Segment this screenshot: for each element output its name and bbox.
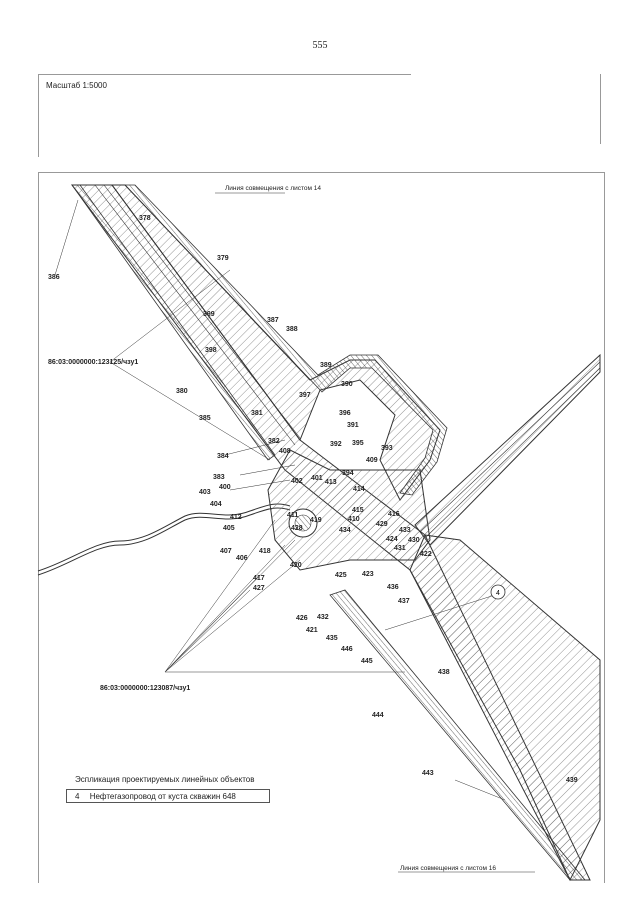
legend-item-label: Нефтегазопровод от куста скважин 648 [89,792,236,801]
point-label: 416 [388,511,400,518]
point-label: 412 [230,514,242,521]
point-label: 404 [210,501,222,508]
point-label: 387 [267,317,279,324]
point-label: 384 [217,453,229,460]
point-label: 417 [253,575,265,582]
point-label: 399 [203,311,215,318]
point-label: 445 [361,658,373,665]
point-label: 434 [339,527,351,534]
point-label: 437 [398,598,410,605]
point-label: 419 [310,517,322,524]
point-label: 422 [420,551,432,558]
point-label: 433 [399,527,411,534]
scale-frame [38,74,411,157]
map-frame [38,172,605,883]
legend-item: 4 Нефтегазопровод от куста скважин 648 [66,789,270,803]
point-label: 444 [372,712,384,719]
point-label: 411 [287,512,298,519]
point-label: 407 [220,548,232,555]
point-label: 392 [330,441,342,448]
point-label: 402 [291,478,303,485]
point-label: 382 [268,438,280,445]
point-label: 415 [352,507,364,514]
point-label: 436 [387,584,399,591]
point-label: 381 [251,410,263,417]
match-line-top-label: Линия совмещения с листом 14 [225,185,321,192]
point-label: 379 [217,255,229,262]
point-label: 383 [213,474,225,481]
corridor-ne [414,353,601,546]
point-label: 388 [286,326,298,333]
point-label: 413 [325,479,337,486]
point-label: 394 [342,470,354,477]
point-label: 395 [352,440,364,447]
river [37,507,291,576]
point-label: 435 [326,635,338,642]
point-label: 423 [362,571,374,578]
point-label: 396 [339,410,351,417]
point-label: 406 [236,555,248,562]
scale-label: Масштаб 1:5000 [46,81,107,90]
point-label: 439 [566,777,578,784]
point-label: 430 [408,537,420,544]
point-label: 385 [199,415,211,422]
point-label: 408 [279,448,291,455]
point-label: 432 [317,614,329,621]
point-label: 429 [376,521,388,528]
point-label: 386 [48,274,60,281]
point-label: 401 [311,475,323,482]
point-label: 431 [394,545,406,552]
point-label: 410 [348,516,360,523]
parcel-label-south: 86:03:0000000:123087/чзу1 [100,685,190,692]
object-marker-circle [490,584,506,600]
object-marker: 4 [496,590,500,597]
point-label: 378 [139,215,151,222]
point-label: 443 [422,770,434,777]
point-label: 389 [320,362,332,369]
frame-edge [600,74,601,144]
legend-item-number: 4 [75,792,80,801]
point-label: 405 [223,525,235,532]
leader-lines [54,199,506,801]
point-label: 418 [259,548,271,555]
point-label: 424 [386,536,398,543]
well-pad [267,449,431,571]
point-label: 409 [366,457,378,464]
point-label: 427 [253,585,265,592]
parcel-label-north: 86:03:0000000:123125/чзу1 [48,359,138,366]
point-label: 446 [341,646,353,653]
point-label: 398 [205,347,217,354]
point-label: 403 [199,489,211,496]
point-label: 426 [296,615,308,622]
point-labels: 378 379 386 399 387 388 398 389 390 397 … [48,215,578,784]
point-label: 391 [347,422,359,429]
corridor-se [409,534,601,882]
legend-title: Эспликация проектируемых линейных объект… [75,775,255,784]
point-label: 380 [176,388,188,395]
point-label: 400 [219,484,231,491]
point-label: 438 [438,669,450,676]
point-label: 421 [306,627,318,634]
corridor-edge-left [71,184,276,461]
point-label: 390 [341,381,353,388]
page-number: 555 [312,40,328,51]
point-label: 397 [299,392,311,399]
point-label: 428 [291,525,303,532]
point-label: 414 [353,486,365,493]
point-label: 393 [381,445,393,452]
point-label: 425 [335,572,347,579]
match-line-bottom-label: Линия совмещения с листом 16 [400,865,496,872]
point-label: 420 [290,562,302,569]
